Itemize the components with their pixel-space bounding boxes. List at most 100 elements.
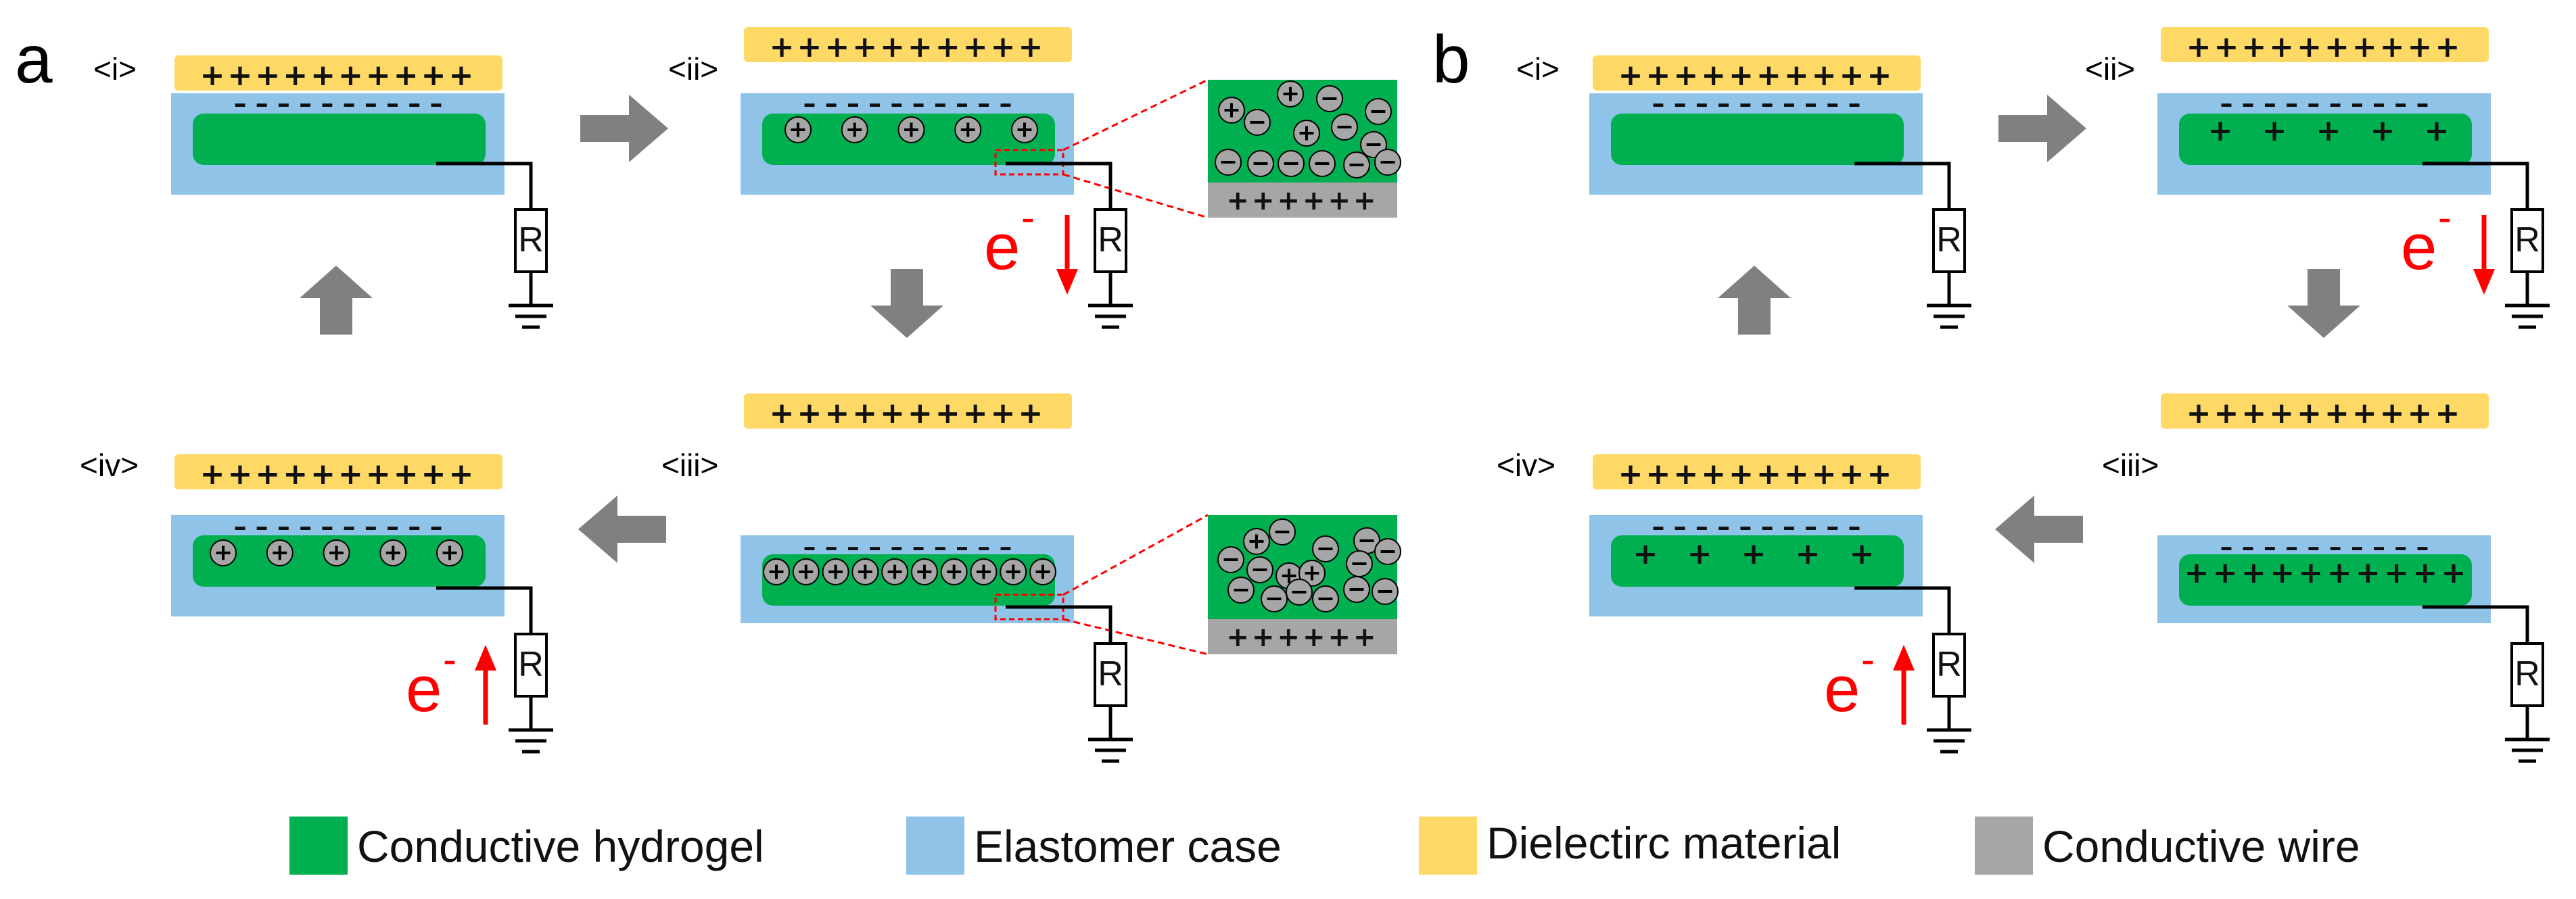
- wire: [436, 586, 533, 634]
- plus-sign: [799, 564, 814, 579]
- inset-wire-charges: ++++++: [1226, 185, 1378, 216]
- wire: [1854, 162, 1951, 210]
- svg-text:R: R: [518, 645, 544, 684]
- cation-row: [784, 116, 1038, 143]
- plus-charge: +: [2316, 114, 2341, 148]
- stage-a-i: <i> ++++++++++ – – – – – – – – – – R: [93, 51, 553, 329]
- case-negative-charges: – – – – – – – – – –: [2220, 89, 2429, 118]
- plus-sign: [1299, 126, 1314, 141]
- resistor: R: [2510, 208, 2544, 273]
- plus-sign: [442, 545, 457, 560]
- electron-flow-down: e -: [984, 195, 1078, 295]
- legend-swatch: [1419, 817, 1477, 875]
- plus-charge: +: [2184, 556, 2209, 590]
- plus-sign: [329, 545, 344, 560]
- process-arrow-up: [300, 266, 373, 335]
- legend-swatch: [906, 817, 964, 875]
- plus-charge: +: [1850, 537, 1875, 571]
- ground-symbol: [509, 696, 553, 754]
- plus-sign: [1283, 87, 1298, 101]
- stage-label: <ii>: [2085, 51, 2135, 87]
- panel-letter-b: b: [1432, 22, 1470, 97]
- legend-item-hydrogel: Conductive hydrogel: [289, 817, 764, 875]
- stage-b-iii: <iii> ++++++++++ – – – – – – – – – – +++…: [2102, 393, 2550, 763]
- legend-item-dielectric: Dielectirc material: [1419, 817, 1841, 875]
- plus-charge: +: [2425, 114, 2450, 148]
- inset-ions: [1215, 80, 1401, 178]
- legend-item-elastomer: Elastomer case: [906, 817, 1282, 875]
- stage-label: <ii>: [668, 51, 718, 87]
- plus-sign: [1017, 122, 1032, 137]
- inset-zoom-bottom: ++++++: [1208, 515, 1401, 654]
- ground-symbol: [1088, 272, 1133, 329]
- stage-a-ii: <ii> ++++++++++ – – – – – – – – – – R e …: [668, 27, 1209, 329]
- plus-sign: [385, 545, 400, 560]
- svg-text:-: -: [1021, 195, 1035, 240]
- stage-label: <iii>: [2102, 447, 2159, 483]
- plus-charge: +: [2370, 114, 2395, 148]
- conductive-hydrogel: [193, 114, 486, 165]
- plus-sign: [960, 122, 975, 137]
- stage-b-ii: <ii> ++++++++++ – – – – – – – – – – ++++…: [2085, 27, 2550, 329]
- plus-sign: [1224, 103, 1239, 118]
- svg-text:e: e: [1824, 653, 1860, 725]
- legend-label: Conductive wire: [2042, 821, 2360, 871]
- process-arrow-right: [580, 95, 668, 162]
- resistor: R: [1094, 642, 1127, 707]
- case-negative-charges: – – – – – – – – – –: [233, 89, 442, 118]
- dielectric-layer: [744, 27, 1072, 62]
- legend-item-wire: Conductive wire: [1975, 817, 2360, 875]
- conductive-hydrogel: [1611, 114, 1904, 165]
- svg-text:R: R: [2514, 654, 2540, 694]
- plus-charge: +: [2298, 556, 2323, 590]
- plus-sign: [1282, 568, 1296, 583]
- stage-label: <iv>: [1497, 447, 1555, 483]
- resistor: R: [514, 633, 548, 698]
- panel-letter-a: a: [15, 22, 53, 97]
- ground-symbol: [1088, 706, 1133, 763]
- plus-sign: [976, 564, 991, 579]
- stage-label: <i>: [93, 51, 137, 87]
- resistor: R: [2510, 642, 2544, 707]
- plus-charge: +: [2241, 556, 2266, 590]
- plus-sign: [847, 122, 862, 137]
- plus-sign: [1305, 566, 1319, 581]
- plus-charge: +: [1633, 537, 1658, 571]
- process-arrow-left: [1995, 495, 2083, 563]
- dielectric-layer: [174, 454, 502, 489]
- process-arrow-right: [1998, 95, 2086, 162]
- plus-sign: [947, 564, 962, 579]
- resistor: R: [1932, 208, 1966, 273]
- case-negative-charges: – – – – – – – – – –: [803, 89, 1012, 118]
- panel-a: <i> ++++++++++ – – – – – – – – – – R <ii…: [80, 27, 1401, 763]
- wire: [1006, 162, 1113, 210]
- resistor: R: [514, 208, 548, 273]
- stage-label: <i>: [1516, 51, 1560, 87]
- panel-b: <i> ++++++++++ – – – – – – – – – – R <ii…: [1497, 27, 2550, 763]
- ground-symbol: [2505, 706, 2550, 763]
- dielectric-charges: ++++++++++: [770, 30, 1046, 64]
- legend-swatch: [1975, 817, 2033, 875]
- case-negative-charges: – – – – – – – – – –: [1652, 89, 1860, 118]
- plus-charge: +: [1687, 537, 1712, 571]
- svg-text:R: R: [1936, 645, 1962, 684]
- process-arrow-down: [870, 269, 943, 338]
- wire: [2422, 605, 2529, 643]
- legend-label: Conductive hydrogel: [357, 821, 764, 871]
- dielectric-layer: [2161, 393, 2489, 429]
- inset-guide-line: [1062, 78, 1209, 151]
- ground-symbol: [1927, 696, 1971, 754]
- ground-symbol: [2505, 272, 2550, 329]
- plus-charge: +: [2327, 556, 2352, 590]
- inset-conductive-wire: [1208, 619, 1397, 654]
- plus-sign: [791, 122, 805, 137]
- legend-label: Elastomer case: [974, 821, 1282, 871]
- plus-sign: [1006, 564, 1021, 579]
- dielectric-layer: [1593, 55, 1921, 91]
- plus-charge: +: [2356, 556, 2381, 590]
- svg-text:R: R: [1098, 220, 1123, 260]
- svg-text:R: R: [2514, 220, 2540, 260]
- dielectric-charges: ++++++++++: [770, 396, 1046, 431]
